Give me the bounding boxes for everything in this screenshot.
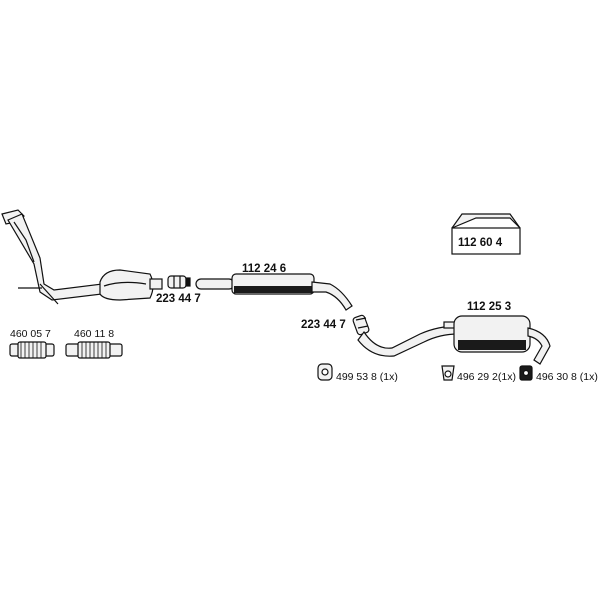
part-number-clamp-rear: 223 44 7 xyxy=(301,319,346,331)
rubber-mount-icon xyxy=(441,365,455,381)
part-number-mounting-kit: 112 60 4 xyxy=(458,237,503,249)
part-number-rear-silencer: 112 25 3 xyxy=(467,301,511,313)
part-number-clamp-front: 223 44 7 xyxy=(156,293,201,305)
mount-label-a: 499 53 8 (1x) xyxy=(336,371,398,383)
part-number-flex-pipe-a: 460 05 7 xyxy=(10,328,51,340)
part-number-middle-silencer: 112 24 6 xyxy=(242,263,286,275)
mount-label-b: 496 29 2(1x) xyxy=(457,371,516,383)
rubber-mount-icon xyxy=(519,365,533,381)
flex-pipe-icon xyxy=(65,341,123,359)
manifold-catalyst-icon xyxy=(1,209,163,305)
middle-silencer-icon xyxy=(195,273,353,311)
mount-label-c: 496 30 8 (1x) xyxy=(536,371,598,383)
clamp-front xyxy=(167,275,191,289)
rear-silencer-icon xyxy=(357,315,551,365)
rubber-mount-icon xyxy=(317,363,333,381)
parts-box-icon xyxy=(451,213,521,255)
part-number-flex-pipe-b: 460 11 8 xyxy=(74,328,114,340)
flex-pipe-icon xyxy=(9,341,55,359)
clamp-rear xyxy=(352,314,370,336)
